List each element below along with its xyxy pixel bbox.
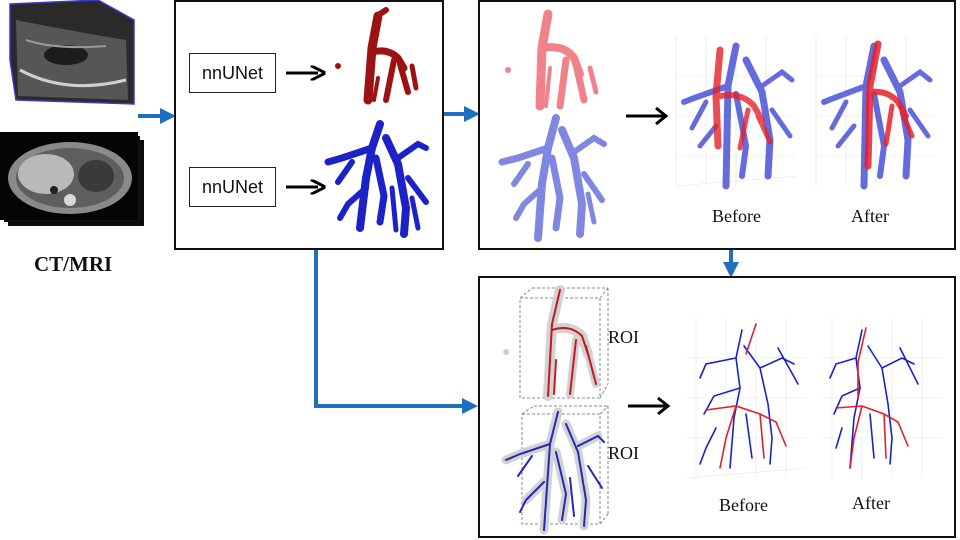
- red-vessel-segmentation: [335, 7, 419, 105]
- ultrasound-image: [9, 0, 135, 105]
- centerline-after-render: [822, 318, 942, 478]
- registration-inputs: [498, 9, 607, 242]
- roi-top-label: ROI: [608, 327, 639, 347]
- segmentation-to-centerline-arrow: [314, 250, 478, 414]
- registration-before-label: Before: [712, 206, 761, 226]
- blue-vessel-segmentation: [324, 120, 429, 238]
- registration-arrow: [626, 106, 669, 126]
- mri-stack-image: [0, 132, 144, 226]
- roi-bottom-label: ROI: [608, 443, 639, 463]
- segmentation-panel: [174, 0, 444, 250]
- roi-box-blue: [501, 405, 609, 535]
- centerline-before-label: Before: [719, 495, 768, 515]
- registration-after-label: After: [851, 206, 889, 226]
- centerline-before-render: [685, 318, 807, 479]
- roi-box-red: [503, 285, 609, 401]
- centerline-arrow: [628, 396, 671, 416]
- registration-after-render: [815, 36, 936, 190]
- centerline-after-label: After: [852, 493, 890, 513]
- registration-before-render: [675, 36, 797, 190]
- input-modality-label: CT/MRI: [34, 252, 113, 276]
- nnunet-box-bottom: nnUNet: [189, 167, 276, 207]
- nnunet-box-top: nnUNet: [189, 53, 276, 93]
